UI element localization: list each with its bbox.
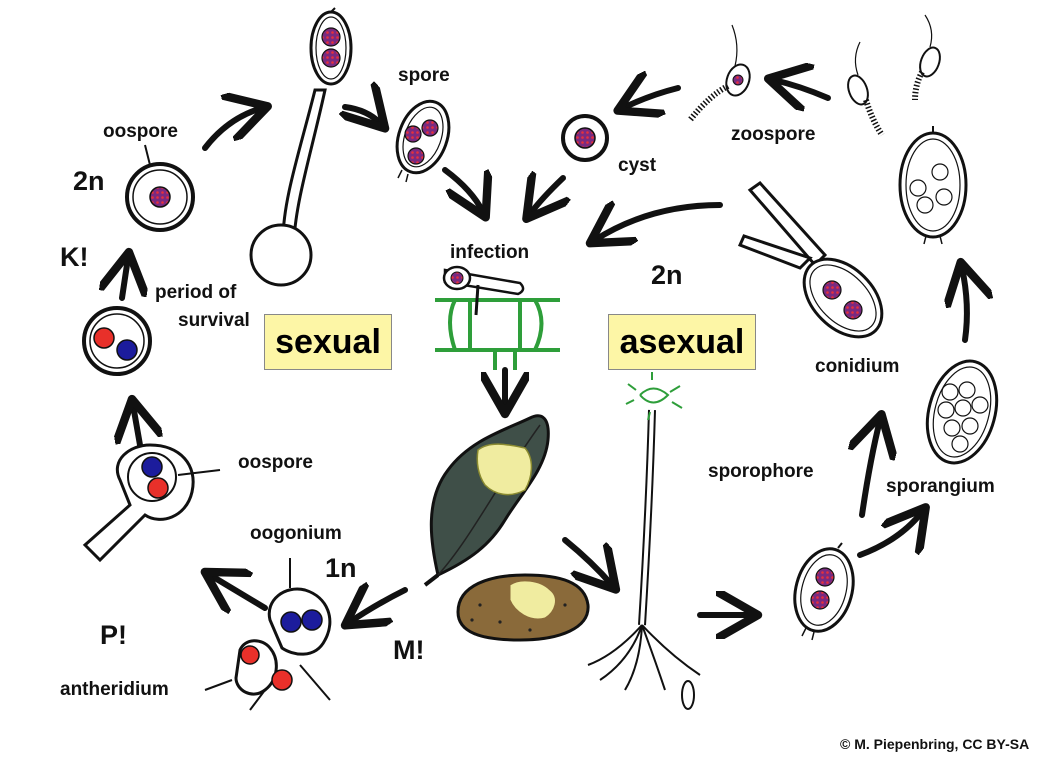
- conidium: [737, 181, 884, 339]
- label-cyst: cyst: [618, 155, 657, 176]
- label-spore: spore: [398, 65, 450, 86]
- label-sporophore: sporophore: [708, 461, 814, 482]
- infection-host-cells: [435, 265, 560, 370]
- label-period-of: period of: [155, 282, 237, 303]
- arrow-oospore-to-germination: [202, 108, 262, 151]
- arrow-sporangium-to-upper: [857, 512, 922, 558]
- label-sporangium: sporangium: [886, 476, 995, 497]
- label-k-mark: K!: [60, 242, 89, 272]
- arrow-zoospore-to-cyst: [623, 88, 681, 108]
- label-infection: infection: [450, 242, 530, 263]
- arrow-cyst-to-infection: [530, 178, 563, 214]
- arrow-oogonium-to-zygote: [133, 405, 140, 448]
- arrow-right-zoospores-to-left: [774, 80, 831, 98]
- oospore-top: [125, 144, 195, 232]
- arrow-zygote-to-oospore-top: [122, 258, 128, 301]
- sexual-box: sexual: [264, 314, 392, 370]
- label-zoospore: zoospore: [731, 124, 816, 145]
- cyst: [561, 114, 609, 162]
- zoospores-right: [847, 14, 941, 137]
- label-2n-left: 2n: [73, 166, 105, 196]
- arrow-to-zoosporangium: [962, 268, 967, 343]
- label-oogonium: oogonium: [250, 523, 342, 544]
- label-survival: survival: [178, 310, 250, 331]
- zoosporangium: [898, 126, 968, 245]
- sporophore: [587, 372, 701, 710]
- asexual-box: asexual: [608, 314, 756, 370]
- sporangium-bottom: [793, 542, 855, 641]
- label-m-mark: M!: [393, 635, 425, 665]
- zygote-two-nuclei: [82, 306, 152, 376]
- arrow-leaf-to-sporophore: [562, 537, 612, 585]
- germinating-oospore: [249, 7, 353, 287]
- arrow-sporangium-to-conidium: [862, 420, 880, 518]
- label-oospore-top: oospore: [103, 121, 178, 142]
- label-antheridium: antheridium: [60, 679, 169, 700]
- label-oospore-mid: oospore: [238, 452, 313, 473]
- sporangium-many: [925, 359, 999, 465]
- infected-potato: [456, 573, 590, 642]
- zoospore-left: [687, 24, 751, 122]
- spore: [395, 99, 451, 183]
- oogonium-with-oospore: [82, 443, 221, 563]
- label-p-mark: P!: [100, 620, 127, 650]
- gametangia: [204, 558, 332, 711]
- label-2n-right: 2n: [651, 260, 683, 290]
- arrow-gametangia-to-oospore: [210, 575, 268, 608]
- arrow-spore-to-infection: [442, 167, 483, 212]
- arrow-germination-to-spore: [345, 107, 381, 124]
- arrow-conidium-to-infection: [595, 205, 723, 240]
- label-1n: 1n: [325, 553, 357, 583]
- infected-leaf: [423, 414, 550, 587]
- copyright-note: © M. Piepenbring, CC BY-SA: [840, 736, 1030, 752]
- cycle-arrows: [122, 80, 967, 622]
- arrow-1n-to-oospore: [350, 590, 408, 622]
- label-conidium: conidium: [815, 356, 900, 377]
